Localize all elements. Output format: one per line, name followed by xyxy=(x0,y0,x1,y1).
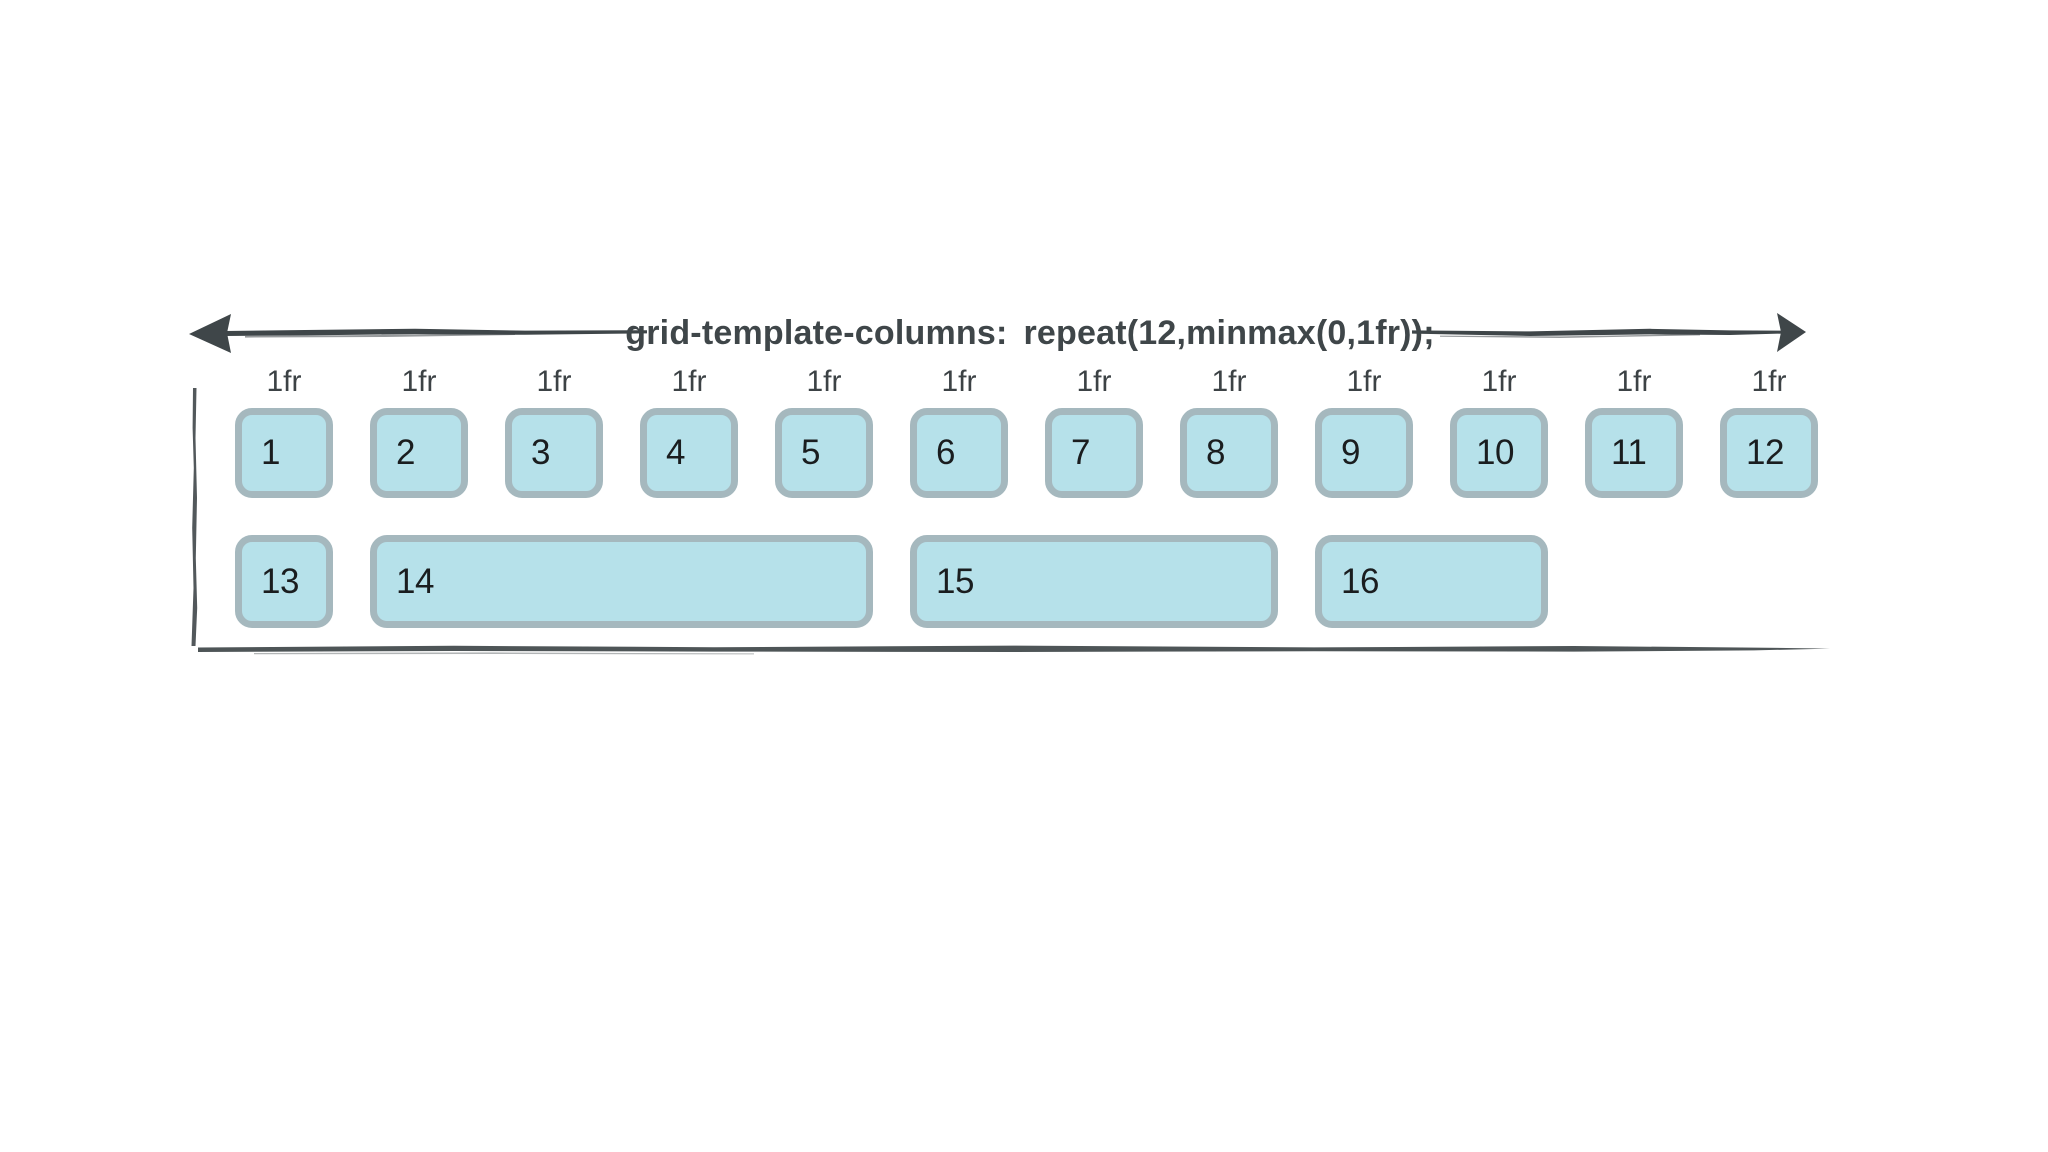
column-width-label: 1fr xyxy=(1751,365,1787,398)
column-width-label: 1fr xyxy=(1346,365,1382,398)
arrow-right-icon xyxy=(1412,313,1806,352)
grid-cell: 16 xyxy=(1315,535,1548,628)
grid-cell: 11 xyxy=(1585,408,1683,498)
grid-cell: 9 xyxy=(1315,408,1413,498)
column-width-label: 1fr xyxy=(401,365,437,398)
column-width-label: 1fr xyxy=(671,365,707,398)
grid-cell: 3 xyxy=(505,408,603,498)
grid-cell: 5 xyxy=(775,408,873,498)
column-width-label: 1fr xyxy=(266,365,302,398)
column-width-label: 1fr xyxy=(1481,365,1517,398)
grid-cell: 8 xyxy=(1180,408,1278,498)
css-declaration: grid-template-columns: repeat(12,minmax(0… xyxy=(625,311,1434,355)
arrow-left-icon xyxy=(189,314,647,353)
column-width-labels: 1fr 1fr 1fr 1fr 1fr 1fr 1fr 1fr 1fr 1fr 1fr 1fr xyxy=(235,360,1818,402)
grid-cell: 14 xyxy=(370,535,873,628)
grid-cell: 2 xyxy=(370,408,468,498)
column-width-label: 1fr xyxy=(806,365,842,398)
grid-cell: 15 xyxy=(910,535,1278,628)
column-width-label: 1fr xyxy=(1076,365,1112,398)
column-width-label: 1fr xyxy=(941,365,977,398)
column-width-label: 1fr xyxy=(1211,365,1247,398)
column-width-label: 1fr xyxy=(536,365,572,398)
grid-cell: 4 xyxy=(640,408,738,498)
grid-cell: 12 xyxy=(1720,408,1818,498)
grid-cell: 10 xyxy=(1450,408,1548,498)
css-property-name: grid-template-columns: xyxy=(625,313,1008,352)
grid-cell: 1 xyxy=(235,408,333,498)
grid-baseline xyxy=(198,645,1830,655)
grid-left-edge-line xyxy=(191,388,198,646)
column-width-label: 1fr xyxy=(1616,365,1652,398)
grid-cell: 7 xyxy=(1045,408,1143,498)
grid-cell: 13 xyxy=(235,535,333,628)
css-property-value: repeat(12,minmax(0,1fr)); xyxy=(1023,313,1435,352)
grid-cell: 6 xyxy=(910,408,1008,498)
